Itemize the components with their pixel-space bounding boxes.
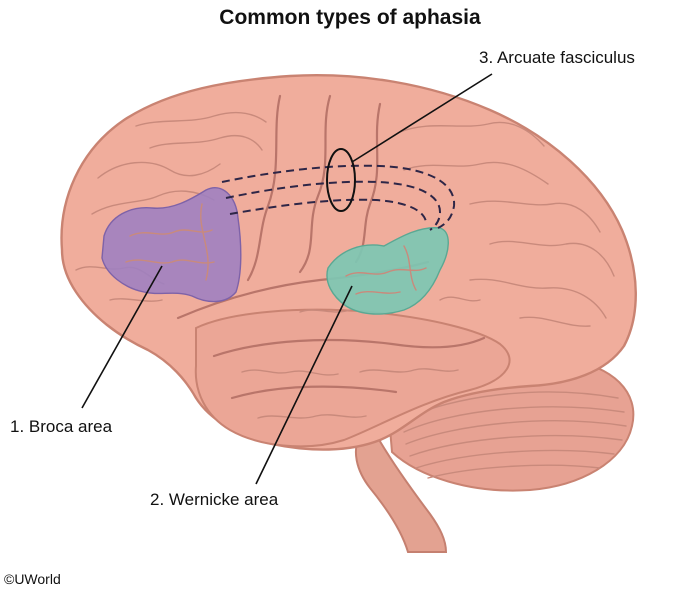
broca-label: 1. Broca area [10, 417, 113, 436]
broca-leader-line [81, 265, 163, 409]
arcuate-label: 3. Arcuate fasciculus [479, 48, 635, 67]
wernicke-region [326, 227, 449, 315]
copyright-credit: ©UWorld [4, 571, 61, 587]
arcuate-marker-ellipse [326, 148, 356, 212]
brainstem [354, 434, 448, 553]
arcuate-fasciculus-tract [221, 148, 456, 231]
diagram-title: Common types of aphasia [219, 6, 481, 29]
broca-region [101, 187, 242, 303]
arcuate-leader-line [351, 73, 493, 163]
wernicke-leader-line [255, 285, 353, 485]
wernicke-label: 2. Wernicke area [150, 490, 279, 509]
